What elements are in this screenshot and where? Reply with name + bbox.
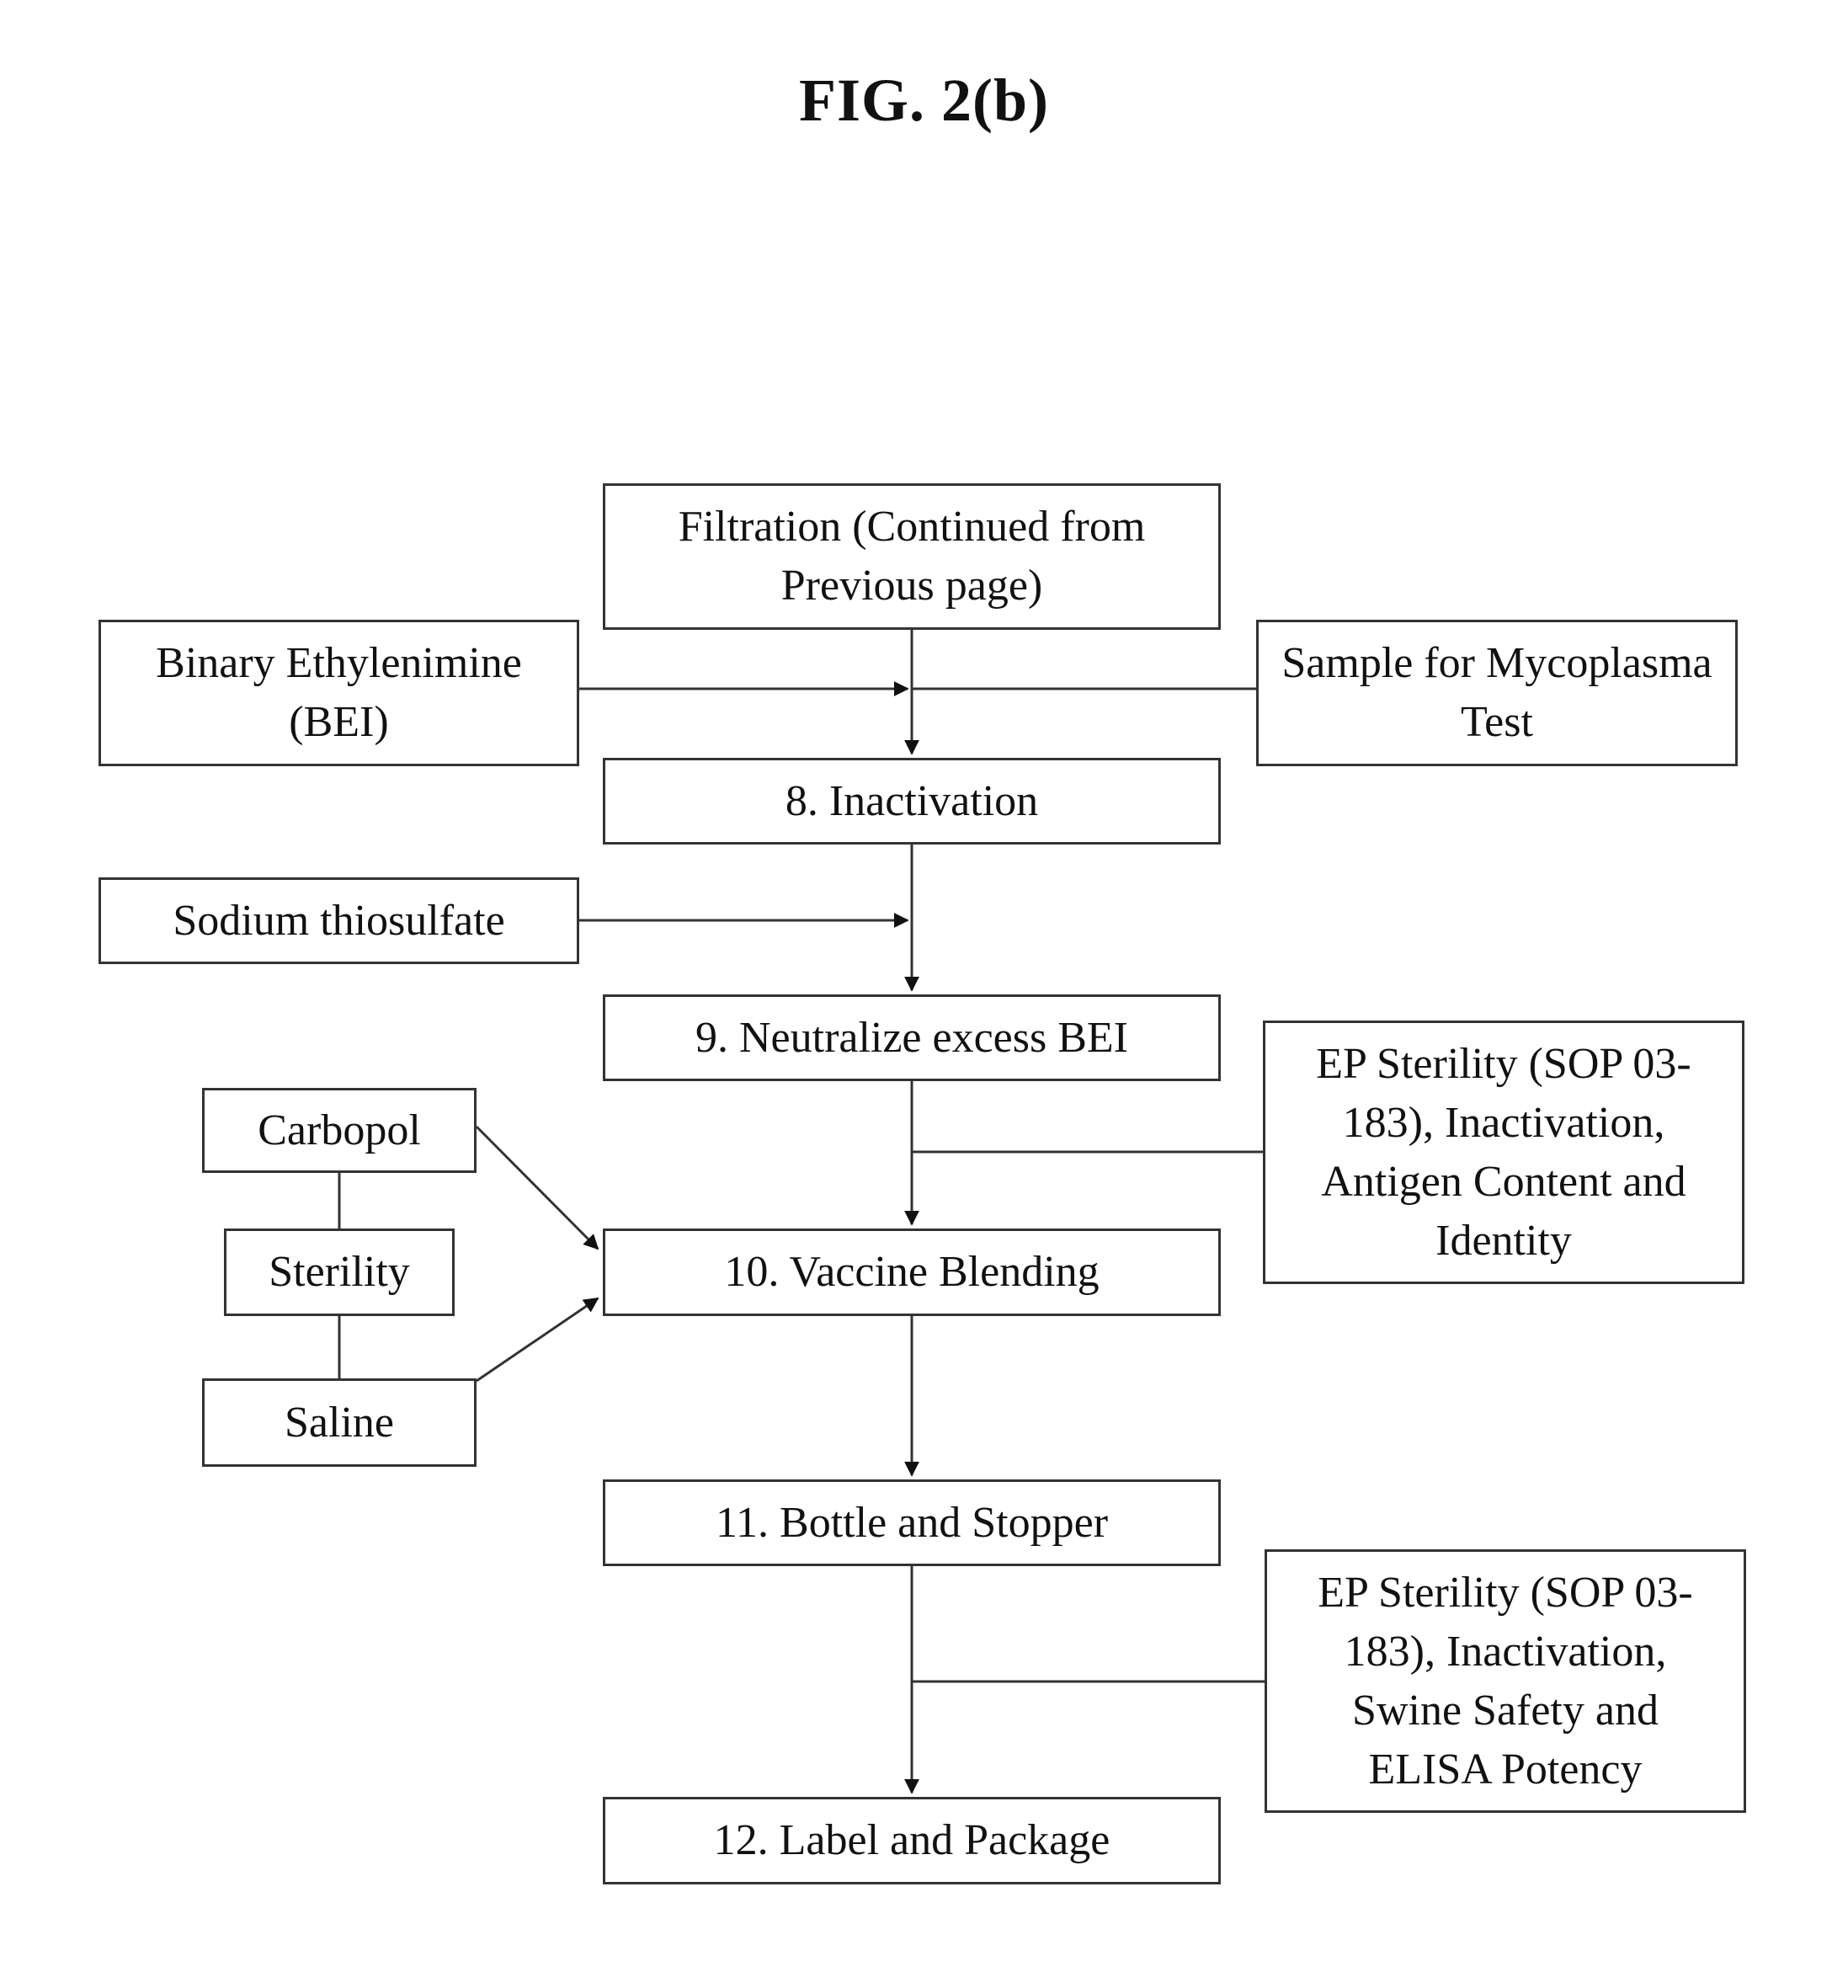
inactivation-step-box: 8. Inactivation [603,758,1221,845]
bei-box: Binary Ethylenimine (BEI) [99,620,579,766]
sterility-label: Sterility [269,1243,410,1302]
neutralize-step-box: 9. Neutralize excess BEI [603,994,1221,1081]
qc-tests-label-1: EP Sterility (SOP 03-183), Inactivation,… [1284,1035,1723,1271]
bottle-stopper-step-label: 11. Bottle and Stopper [716,1494,1108,1553]
mycoplasma-box: Sample for Mycoplasma Test [1256,620,1738,766]
arrow-saline-to-blending [477,1298,598,1381]
carbopol-label: Carbopol [258,1101,421,1160]
carbopol-box: Carbopol [202,1088,477,1173]
saline-box: Saline [202,1378,477,1467]
bottle-stopper-step-box: 11. Bottle and Stopper [603,1479,1221,1566]
qc-tests-box-2: EP Sterility (SOP 03-183), Inactivation,… [1265,1549,1746,1813]
saline-label: Saline [285,1394,394,1452]
bei-label: Binary Ethylenimine (BEI) [101,634,577,752]
inactivation-step-label: 8. Inactivation [786,772,1038,831]
vaccine-blending-step-label: 10. Vaccine Blending [724,1243,1099,1302]
label-package-step-box: 12. Label and Package [603,1797,1221,1884]
label-package-step-label: 12. Label and Package [714,1811,1110,1870]
qc-tests-label-2: EP Sterility (SOP 03-183), Inactivation,… [1286,1564,1725,1799]
thiosulfate-box: Sodium thiosulfate [99,877,579,964]
vaccine-blending-step-box: 10. Vaccine Blending [603,1229,1221,1316]
sterility-box: Sterility [224,1229,455,1316]
mycoplasma-label: Sample for Mycoplasma Test [1259,634,1735,752]
qc-tests-box-1: EP Sterility (SOP 03-183), Inactivation,… [1263,1021,1744,1284]
filtration-label: Filtration (Continued from Previous page… [605,498,1218,616]
arrow-carbopol-to-blending [477,1127,598,1249]
neutralize-step-label: 9. Neutralize excess BEI [695,1009,1128,1068]
thiosulfate-label: Sodium thiosulfate [173,892,504,951]
filtration-box: Filtration (Continued from Previous page… [603,483,1221,630]
